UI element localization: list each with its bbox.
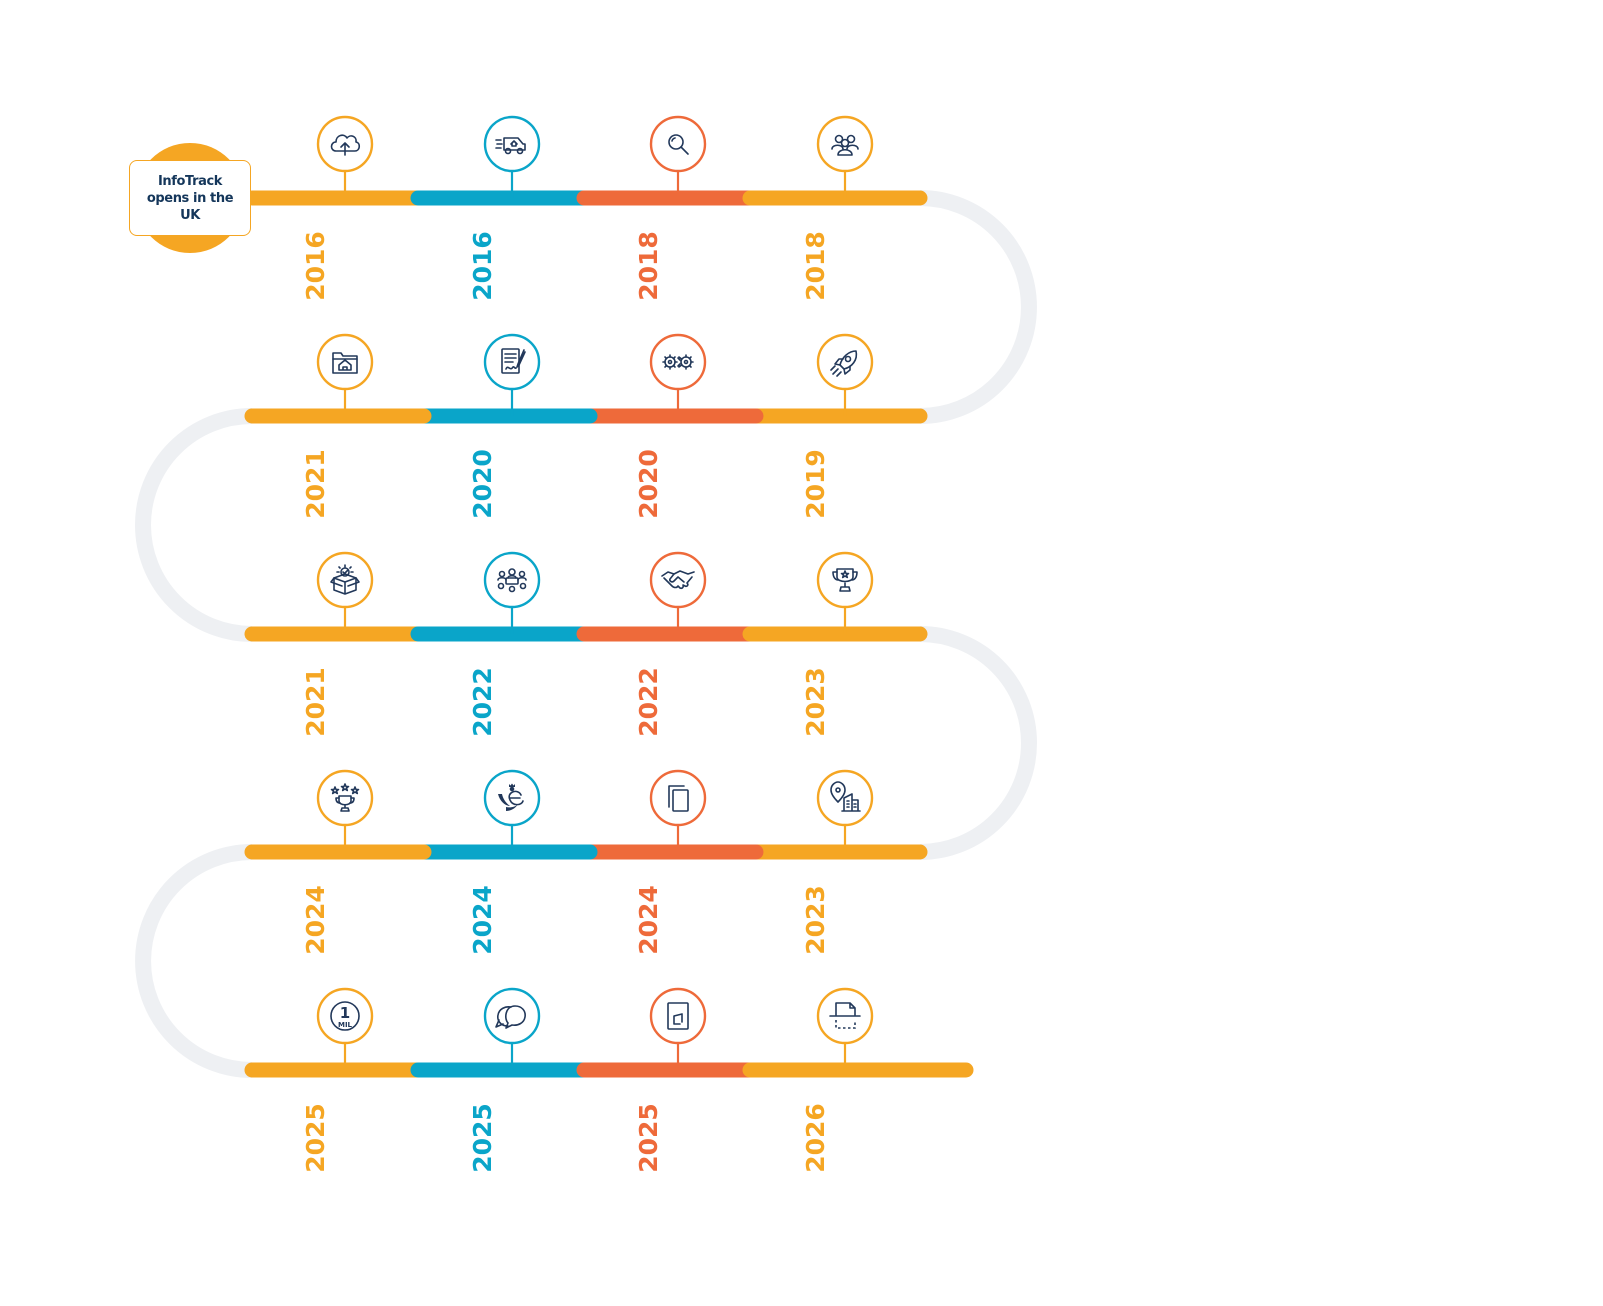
milestone-circle — [316, 769, 374, 827]
milestone-pin — [816, 115, 874, 173]
milestone-year: 2022 — [634, 667, 663, 737]
trophy-icon — [832, 568, 858, 592]
team-meeting-icon — [497, 568, 527, 593]
document-page-icon — [667, 1002, 689, 1030]
milestone-circle — [316, 551, 374, 609]
delivery-van-icon — [495, 137, 526, 155]
badge-number: 1 — [340, 1004, 350, 1022]
milestone-year: 2016 — [468, 231, 497, 301]
milestone-pin — [316, 551, 374, 609]
milestone-circle — [316, 333, 374, 391]
milestone-year: 2016 — [301, 231, 330, 301]
milestone-circle — [483, 551, 541, 609]
handshake-icon — [661, 570, 695, 590]
milestone-circle — [649, 333, 707, 391]
milestone-pin — [316, 115, 374, 173]
magnifying-glass-icon — [668, 134, 689, 155]
milestone-circle — [816, 551, 874, 609]
milestone-pin — [316, 769, 374, 827]
milestone-pin — [649, 769, 707, 827]
chat-bubbles-icon — [495, 1005, 526, 1029]
milestone-pin — [649, 115, 707, 173]
location-buildings-icon — [830, 781, 861, 812]
milestone-year: 2020 — [468, 449, 497, 519]
track-curve — [919, 190, 1037, 424]
milestone-year: 2021 — [301, 449, 330, 519]
milestone-year: 2024 — [301, 885, 330, 955]
milestone-year: 2024 — [634, 885, 663, 955]
timeline-bars — [244, 190, 974, 1078]
milestone-pin — [483, 551, 541, 609]
milestone-year: 2022 — [468, 667, 497, 737]
milestone-pin — [316, 333, 374, 391]
connected-gears-icon — [662, 354, 694, 370]
milestone-year: 2018 — [634, 231, 663, 301]
kings-award-emblem-icon — [498, 783, 524, 811]
milestone-pin — [816, 769, 874, 827]
milestone-circle — [816, 333, 874, 391]
timeline-track — [135, 190, 1037, 1078]
milestone-pin — [483, 115, 541, 173]
badge-text: MIL — [338, 1021, 353, 1029]
milestone-year: 2019 — [801, 449, 830, 519]
milestone-pin — [483, 769, 541, 827]
milestone-pin — [816, 987, 874, 1045]
milestone-circle — [816, 115, 874, 173]
document-scan-icon — [829, 1002, 861, 1029]
milestone-years: 2016 2016 2018 2018 2021 2020 2020 2019 2021 2022… — [301, 231, 830, 1173]
milestone-pin — [483, 987, 541, 1045]
milestone-year: 2025 — [301, 1103, 330, 1173]
milestone-circle — [649, 987, 707, 1045]
milestone-pin — [816, 551, 874, 609]
milestone-year: 2023 — [801, 885, 830, 955]
milestone-circle — [649, 551, 707, 609]
verified-package-icon — [330, 564, 360, 595]
signed-document-icon — [501, 348, 526, 374]
milestone-year: 2024 — [468, 885, 497, 955]
milestone-circle — [649, 115, 707, 173]
milestone-pin — [649, 551, 707, 609]
milestone-pin — [483, 333, 541, 391]
milestone-pin — [649, 987, 707, 1045]
milestone-year: 2025 — [634, 1103, 663, 1173]
property-folder-icon — [332, 352, 358, 374]
start-card: InfoTrack opens in the UK — [129, 160, 251, 236]
track-curve — [135, 844, 253, 1078]
milestone-year: 2020 — [634, 449, 663, 519]
track-curve — [919, 626, 1037, 860]
milestone-pin — [816, 333, 874, 391]
milestone-circle — [316, 987, 374, 1045]
rocket-icon — [830, 350, 858, 377]
people-group-icon — [831, 134, 859, 156]
track-curve — [135, 408, 253, 642]
milestone-stems — [343, 171, 847, 1070]
milestone-year: 2023 — [801, 667, 830, 737]
milestone-year: 2021 — [301, 667, 330, 737]
milestone-year: 2018 — [801, 231, 830, 301]
milestone-circle — [649, 769, 707, 827]
milestone-circle — [483, 987, 541, 1045]
milestone-year: 2026 — [801, 1103, 830, 1173]
trophy-stars-icon — [330, 783, 360, 812]
milestone-year: 2025 — [468, 1103, 497, 1173]
cloud-upload-icon — [330, 134, 361, 156]
copy-documents-icon — [668, 785, 689, 812]
start-card-text: InfoTrack opens in the UK — [146, 173, 234, 223]
milestone-pin — [649, 333, 707, 391]
